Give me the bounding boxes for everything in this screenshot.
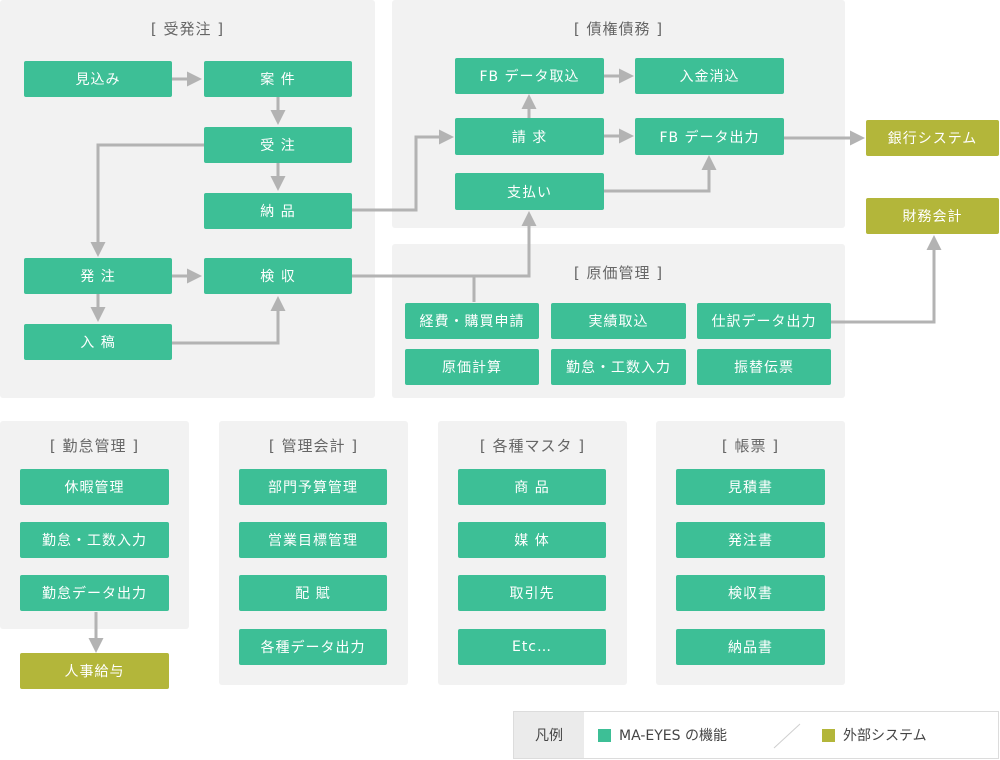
node-shohin: 商 品 [458, 469, 606, 505]
node-hatchusho: 発注書 [676, 522, 825, 558]
node-bumon: 部門予算管理 [239, 469, 387, 505]
node-mikomi: 見込み [24, 61, 172, 97]
arrow-juchu-hatchu [90, 143, 204, 257]
legend-internal-swatch [598, 728, 611, 742]
node-etc: Etc… [458, 629, 606, 665]
node-haifu: 配 賦 [239, 575, 387, 611]
node-shiwake: 仕訳データ出力 [697, 303, 831, 339]
node-kyuka: 休暇管理 [20, 469, 169, 505]
arrow-kenshu-shiharai [352, 211, 537, 278]
arrow-nyuko-kenshu [172, 296, 286, 345]
kanri-title: [ 管理会計 ] [268, 437, 359, 455]
node-eigyo: 営業目標管理 [239, 522, 387, 558]
node-juchu: 受 注 [204, 127, 352, 163]
node-furikae: 振替伝票 [697, 349, 831, 385]
node-hatchu: 発 注 [24, 258, 172, 294]
node-anken: 案 件 [204, 61, 352, 97]
node-baitai: 媒 体 [458, 522, 606, 558]
node-seikyu: 請 求 [455, 118, 604, 155]
node-shiharai: 支払い [455, 173, 604, 210]
node-kintai-output: 勤怠データ出力 [20, 575, 169, 611]
node-nyukin: 入金消込 [635, 58, 784, 94]
master-title: [ 各種マスタ ] [479, 437, 586, 455]
node-jinji: 人事給与 [20, 653, 169, 689]
node-nohinsho: 納品書 [676, 629, 825, 665]
node-mitsumori: 見積書 [676, 469, 825, 505]
juhatchu-title: [ 受発注 ] [150, 20, 225, 38]
node-torihikisaki: 取引先 [458, 575, 606, 611]
genka-title: [ 原価管理 ] [573, 264, 664, 282]
node-kintai-input: 勤怠・工数入力 [20, 522, 169, 558]
node-fb-shutsuryoku: FB データ出力 [635, 118, 784, 155]
legend-external-swatch [822, 728, 835, 742]
node-kenshu: 検 収 [204, 258, 352, 294]
legend: 凡例 MA-EYES の機能 外部システム [513, 711, 999, 759]
chohyo-title: [ 帳票 ] [721, 437, 780, 455]
node-ginko: 銀行システム [866, 120, 999, 156]
node-kenshusho: 検収書 [676, 575, 825, 611]
legend-divider [773, 723, 801, 749]
saiken-title: [ 債権債務 ] [573, 20, 664, 38]
node-jisseki: 実績取込 [551, 303, 686, 339]
legend-internal-label: MA-EYES の機能 [619, 728, 727, 744]
legend-external: 外部システム [822, 725, 927, 745]
node-zaimu: 財務会計 [866, 198, 999, 234]
arrow-nohin-seikyu [352, 129, 454, 212]
node-kintai-kosu: 勤怠・工数入力 [551, 349, 686, 385]
arrow-shiharai-fbshutsuryoku [604, 155, 717, 193]
node-genka-keisan: 原価計算 [405, 349, 539, 385]
node-nohin: 納 品 [204, 193, 352, 229]
node-fb-torikomi: FB データ取込 [455, 58, 604, 94]
node-nyuko: 入 稿 [24, 324, 172, 360]
arrow-shiwake-zaimu [831, 235, 942, 324]
legend-internal: MA-EYES の機能 [598, 725, 727, 745]
node-keihi: 経費・購買申請 [405, 303, 539, 339]
kintai-title: [ 勤怠管理 ] [49, 437, 140, 455]
legend-external-label: 外部システム [843, 728, 927, 744]
legend-label: 凡例 [514, 712, 584, 758]
node-kakushu-output: 各種データ出力 [239, 629, 387, 665]
